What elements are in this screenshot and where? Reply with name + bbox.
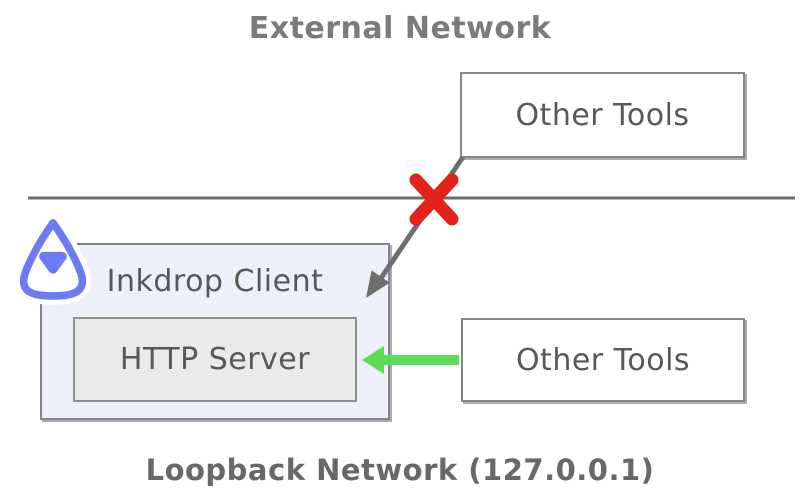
loopback-network-title: Loopback Network (127.0.0.1) — [145, 453, 655, 487]
external-network-title: External Network — [248, 11, 552, 46]
inkdrop-logo-triangle — [39, 251, 67, 274]
node-other-tools-loopback: Other Tools — [461, 318, 745, 402]
node-inkdrop-client-label: Inkdrop Client — [106, 263, 324, 299]
inkdrop-logo-icon — [14, 214, 92, 305]
node-http-server-label: HTTP Server — [119, 342, 311, 377]
node-other-tools-external: Other Tools — [460, 72, 745, 158]
node-other-tools-loopback-label: Other Tools — [515, 342, 691, 378]
red-x-icon — [409, 173, 459, 226]
node-other-tools-external-label: Other Tools — [515, 97, 690, 133]
node-inkdrop-client: Inkdrop Client HTTP Server — [40, 243, 390, 420]
node-http-server: HTTP Server — [73, 317, 357, 402]
